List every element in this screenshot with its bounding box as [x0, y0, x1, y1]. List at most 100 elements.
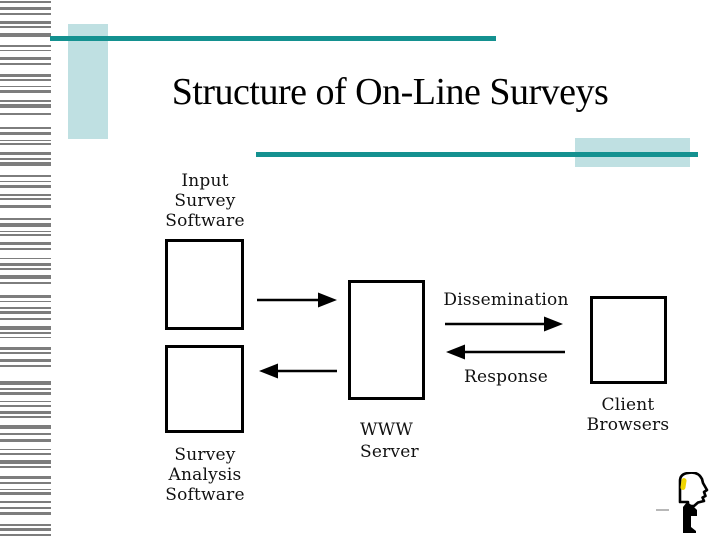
stripe: [0, 258, 51, 259]
stripe: [0, 158, 51, 160]
label-survey-analysis-software: Survey Analysis Software: [146, 445, 264, 505]
stripe: [0, 439, 51, 442]
head-highlight: [680, 478, 687, 490]
label-line: Survey: [174, 445, 236, 465]
stripe: [0, 460, 51, 464]
stripe: [0, 381, 51, 385]
stripe: [0, 492, 51, 495]
stripe: [0, 185, 51, 188]
stripe: [0, 33, 51, 37]
stripe: [0, 57, 51, 60]
stripe: [0, 392, 51, 395]
stripe: [0, 13, 51, 15]
stripe: [0, 194, 51, 196]
stripe: [0, 181, 51, 182]
stripe: [0, 79, 51, 81]
stripe-pattern: [0, 0, 51, 540]
label-www-server: WWW Server: [360, 419, 470, 463]
accent-line-under-title: [256, 152, 698, 157]
stripe: [0, 231, 51, 232]
stripe: [0, 152, 51, 155]
stripe: [0, 198, 51, 200]
slide-title: Structure of On-Line Surveys: [171, 71, 609, 113]
stripe: [0, 127, 51, 129]
accent-line-top: [50, 36, 496, 41]
stripe: [0, 501, 51, 503]
label-line: Server: [360, 442, 419, 462]
label-dissemination: Dissemination: [443, 290, 569, 310]
stripe: [0, 140, 51, 141]
stripe: [0, 489, 51, 490]
stripe: [0, 50, 51, 51]
stripe: [0, 347, 51, 350]
stripe: [0, 143, 51, 145]
stripe: [0, 132, 51, 135]
stripe: [0, 295, 51, 298]
stripe: [0, 507, 51, 509]
label-line: Input: [181, 171, 229, 191]
stripe: [0, 416, 51, 418]
stripe: [0, 332, 51, 334]
head-profile-icon: [678, 472, 709, 533]
stripe: [0, 401, 51, 402]
stripe: [0, 365, 51, 367]
arrow-dissemination-icon: [445, 316, 563, 332]
label-line: Software: [165, 485, 245, 505]
stripe: [0, 242, 51, 245]
label-line: Client: [601, 395, 655, 415]
stripe: [0, 307, 51, 309]
stripe: [0, 113, 51, 115]
stripe: [0, 534, 51, 536]
stripe: [0, 482, 51, 484]
stripe: [0, 411, 51, 414]
stripe: [0, 449, 51, 450]
box-www-server: [348, 280, 425, 400]
label-line: Browsers: [586, 415, 670, 435]
stripe: [0, 301, 51, 302]
box-input-survey-software: [165, 239, 244, 330]
stripe: [0, 528, 51, 531]
stripe: [0, 21, 51, 24]
stripe: [0, 453, 51, 455]
stripe: [0, 326, 51, 330]
stripe: [0, 282, 51, 284]
stripe: [0, 311, 51, 314]
stripe: [0, 388, 51, 390]
box-survey-analysis-software: [165, 345, 244, 433]
stripe: [0, 524, 51, 526]
label-line: Analysis: [168, 465, 242, 485]
box-client-browsers: [590, 296, 667, 384]
stripe: [0, 466, 51, 468]
label-input-survey-software: Input Survey Software: [148, 171, 262, 231]
stripe: [0, 268, 51, 270]
label-line: WWW: [360, 420, 414, 440]
stripe: [0, 405, 51, 407]
stripe: [0, 100, 51, 102]
arrow-response-icon: [446, 344, 565, 360]
arrow-server-to-analysis-icon: [259, 363, 337, 379]
stripe: [0, 263, 51, 266]
stripe: [0, 223, 51, 227]
stripe: [0, 218, 51, 220]
label-line: Survey: [174, 191, 236, 211]
stripe: [0, 318, 51, 320]
stripe: [0, 45, 51, 47]
gray-dash: [656, 509, 669, 511]
stripe: [0, 162, 51, 166]
stripe: [0, 248, 51, 250]
label-client-browsers: Client Browsers: [576, 395, 680, 435]
stripe: [0, 205, 51, 208]
stripe: [0, 359, 51, 362]
stripe: [0, 74, 51, 77]
stripe: [0, 275, 51, 279]
stripe: [0, 7, 51, 10]
stripe: [0, 104, 51, 108]
stripe: [0, 234, 51, 236]
stripe: [0, 175, 51, 177]
stripe: [0, 86, 51, 87]
stripe: [0, 1, 51, 3]
arrow-input-to-server-icon: [257, 292, 337, 308]
stripe: [0, 433, 51, 435]
label-line: Software: [165, 211, 245, 231]
